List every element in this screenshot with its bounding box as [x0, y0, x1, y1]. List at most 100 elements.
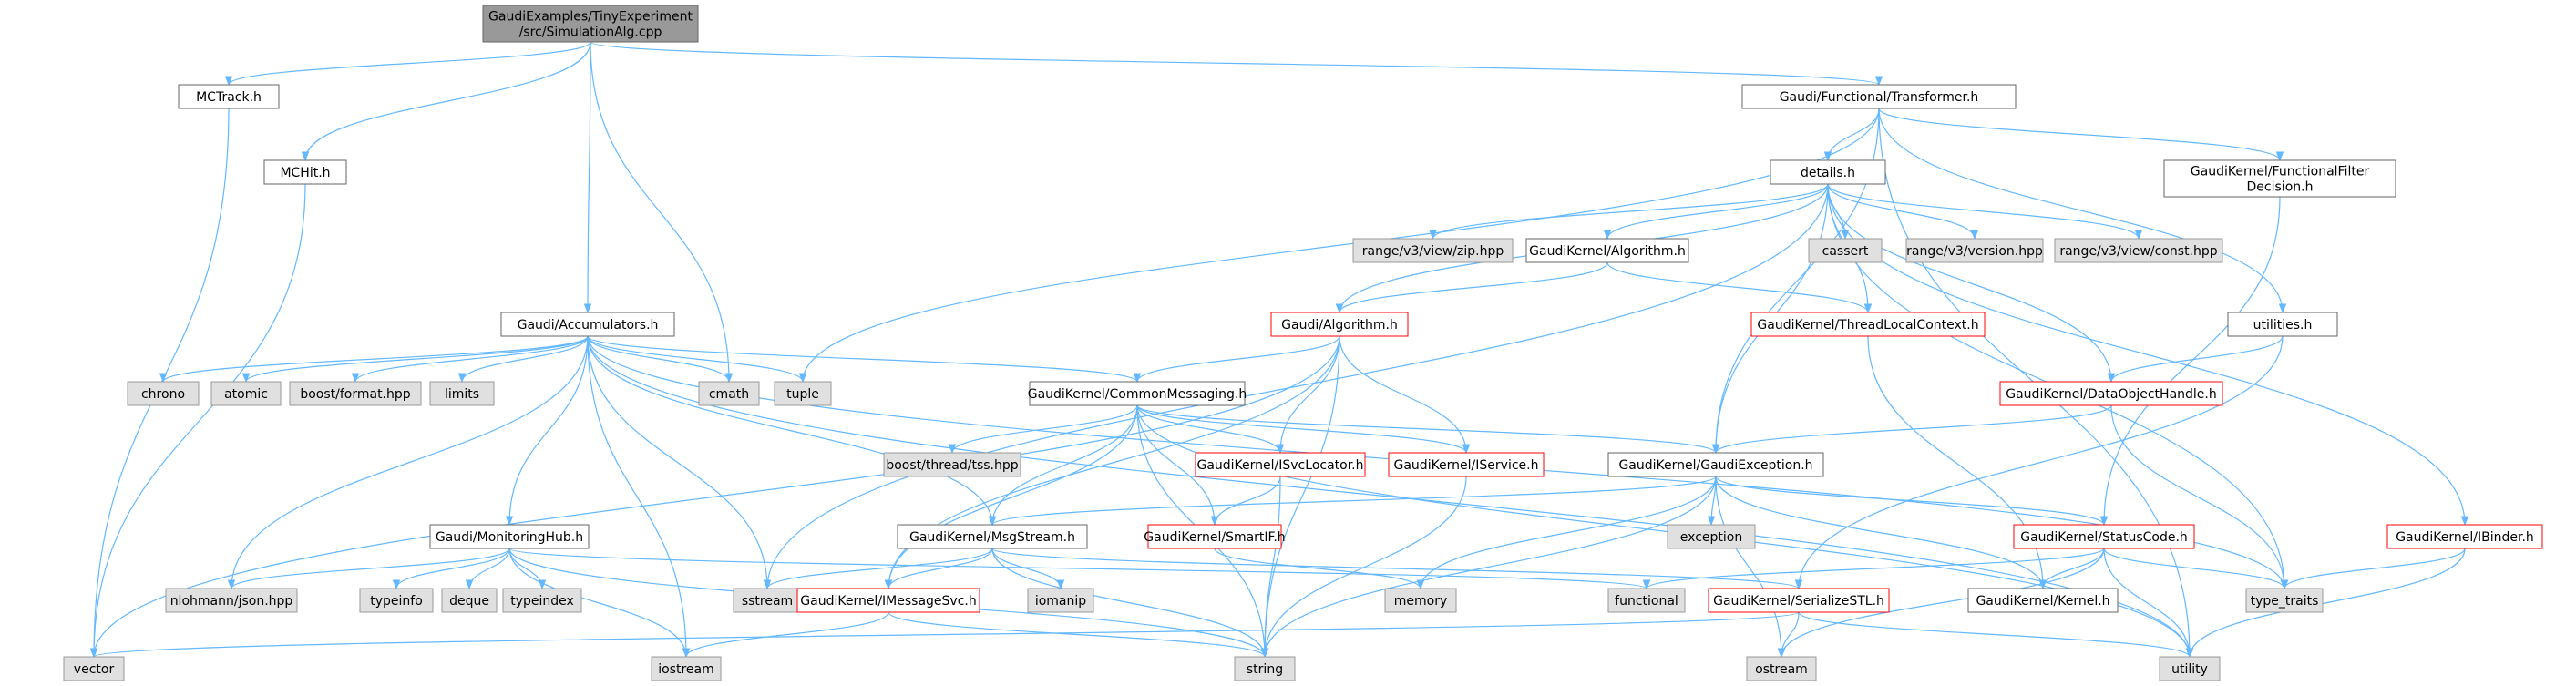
- edge-serializestl-to-ostream: [1777, 611, 1800, 659]
- edge-msgstream-to-serializestl: [991, 548, 1802, 590]
- edge-accumulators-to-iostream: [587, 335, 691, 659]
- edge-accumulators-to-nlohmann: [227, 335, 589, 590]
- node-label: GaudiKernel/IBinder.h: [2396, 530, 2534, 545]
- edge-accumulators-to-msgstream: [587, 335, 997, 527]
- edge-commonmsg-to-imessagesvc: [884, 404, 1138, 590]
- node-gaudikernel-dataobjecthandle-h[interactable]: GaudiKernel/DataObjectHandle.h: [1999, 381, 2223, 406]
- edge-msgstream-to-string: [991, 548, 1269, 659]
- node-gaudikernel-threadlocalcontext-h[interactable]: GaudiKernel/ThreadLocalContext.h: [1750, 312, 1986, 337]
- edge-root-to-transformer: [590, 41, 1883, 87]
- edge-root-to-cmath: [590, 41, 734, 384]
- node-gaudikernel-commonmessaging-h[interactable]: GaudiKernel/CommonMessaging.h: [1028, 381, 1247, 406]
- node-typeinfo: typeinfo: [359, 588, 434, 613]
- node-gaudi-accumulators-h[interactable]: Gaudi/Accumulators.h: [500, 312, 675, 337]
- node-gaudikernel-statuscode-h[interactable]: GaudiKernel/StatusCode.h: [2013, 524, 2195, 549]
- node-box: [1708, 588, 1890, 613]
- node-details-h[interactable]: details.h: [1770, 159, 1886, 185]
- edge-msgstream-to-sstream: [763, 548, 993, 590]
- node-gaudikernel-kernel-h[interactable]: GaudiKernel/Kernel.h: [1967, 588, 2119, 613]
- node-gaudikernel-smartif-h[interactable]: GaudiKernel/SmartIF.h: [1144, 524, 1286, 549]
- node-box: [500, 312, 675, 337]
- node-cassert: cassert: [1808, 238, 1883, 263]
- node-range-v3-version-hpp: range/v3/version.hpp: [1905, 238, 2044, 263]
- node-label: typeinfo: [370, 594, 423, 609]
- nodes-layer: GaudiExamples/TinyExperiment/src/Simulat…: [63, 5, 2543, 681]
- node-label: sstream: [742, 594, 793, 609]
- edge-utilities-to-dataobj: [2107, 335, 2284, 384]
- node-label: GaudiExamples/TinyExperiment: [488, 10, 693, 25]
- node-box: [1525, 238, 1689, 263]
- node-label: GaudiKernel/Kernel.h: [1976, 594, 2109, 609]
- node-box: [2159, 656, 2221, 681]
- node-gaudikernel-ibinder-h[interactable]: GaudiKernel/IBinder.h: [2386, 524, 2543, 549]
- node-label: GaudiKernel/CommonMessaging.h: [1028, 387, 1247, 402]
- edge-isvcloc-to-smartif: [1210, 476, 1281, 527]
- node-label: range/v3/view/const.hpp: [2059, 244, 2217, 259]
- node-utility: utility: [2159, 656, 2221, 681]
- node-gaudi-functional-transformer-h[interactable]: Gaudi/Functional/Transformer.h: [1741, 84, 2017, 109]
- node-iostream: iostream: [651, 656, 722, 681]
- node-box: [178, 84, 280, 109]
- node-exception: exception: [1667, 524, 1756, 549]
- node-gaudi-monitoringhub-h[interactable]: Gaudi/MonitoringHub.h: [429, 524, 590, 549]
- node-utilities-h[interactable]: utilities.h: [2227, 312, 2338, 337]
- edge-dataobj-to-gexception: [1711, 404, 2112, 455]
- node-label: GaudiKernel/Algorithm.h: [1529, 244, 1686, 259]
- node-label: GaudiKernel/ThreadLocalContext.h: [1757, 318, 1978, 333]
- node-label: Gaudi/Functional/Transformer.h: [1780, 90, 1979, 105]
- node-gaudikernel-isvclocator-h[interactable]: GaudiKernel/ISvcLocator.h: [1195, 452, 1366, 477]
- node-range-v3-view-zip-hpp: range/v3/view/zip.hpp: [1352, 238, 1514, 263]
- edge-details-to-gkalgorithm: [1603, 183, 1829, 241]
- node-label: range/v3/view/zip.hpp: [1362, 244, 1504, 259]
- node-box: [429, 381, 495, 406]
- node-gaudiexamples-tinyexperiment-src-simulationalg-cpp[interactable]: GaudiExamples/TinyExperiment/src/Simulat…: [482, 5, 699, 43]
- edge-transformer-to-tuple: [798, 108, 1880, 384]
- node-string: string: [1234, 656, 1296, 681]
- node-vector: vector: [63, 656, 125, 681]
- node-box: [441, 588, 498, 613]
- node-tuple: tuple: [774, 381, 832, 406]
- node-label: iostream: [658, 662, 714, 677]
- edge-commonmsg-to-msgstream: [988, 404, 1138, 527]
- node-box: [2163, 159, 2396, 198]
- edge-statuscode-to-typetraits: [2103, 548, 2289, 590]
- node-box: [1667, 524, 1756, 549]
- node-box: [1352, 238, 1514, 263]
- node-label: Gaudi/Algorithm.h: [1281, 318, 1398, 333]
- node-label: memory: [1394, 594, 1448, 609]
- node-label: GaudiKernel/IService.h: [1394, 458, 1539, 473]
- node-gaudikernel-gaudiexception-h[interactable]: GaudiKernel/GaudiException.h: [1607, 452, 1824, 477]
- node-box: [1029, 381, 1246, 406]
- node-label: deque: [449, 594, 489, 609]
- node-box: [1607, 588, 1686, 613]
- node-gaudikernel-msgstream-h[interactable]: GaudiKernel/MsgStream.h: [897, 524, 1088, 549]
- node-label: cmath: [709, 387, 749, 402]
- edge-root-to-mctrack: [224, 41, 591, 87]
- node-gaudi-algorithm-h[interactable]: Gaudi/Algorithm.h: [1270, 312, 1409, 337]
- edge-transformer-to-utilities: [1878, 108, 2287, 314]
- node-gaudikernel-imessagesvc-h[interactable]: GaudiKernel/IMessageSvc.h: [796, 588, 980, 613]
- node-ostream: ostream: [1746, 656, 1817, 681]
- edge-serializestl-to-vector: [90, 611, 1800, 659]
- edge-monhub-to-typeindex: [508, 548, 547, 590]
- node-mchit-h[interactable]: MCHit.h: [263, 159, 347, 185]
- edge-accumulators-to-chrono: [159, 335, 589, 384]
- node-box: [289, 381, 422, 406]
- node-mctrack-h[interactable]: MCTrack.h: [178, 84, 280, 109]
- node-gaudikernel-serializestl-h[interactable]: GaudiKernel/SerializeSTL.h: [1708, 588, 1890, 613]
- edge-details-to-zip: [1429, 183, 1829, 241]
- node-gaudikernel-iservice-h[interactable]: GaudiKernel/IService.h: [1388, 452, 1545, 477]
- node-label: boost/format.hpp: [300, 387, 410, 402]
- edge-gexception-to-string: [1260, 476, 1717, 659]
- node-gaudikernel-algorithm-h[interactable]: GaudiKernel/Algorithm.h: [1525, 238, 1689, 263]
- edge-imessagesvc-to-string: [888, 611, 1269, 659]
- node-box: [263, 159, 347, 185]
- node-type-traits: type_traits: [2245, 588, 2324, 613]
- node-box: [429, 524, 590, 549]
- node-box: [1741, 84, 2017, 109]
- node-iomanip: iomanip: [1027, 588, 1094, 613]
- node-box: [1147, 524, 1282, 549]
- node-box: [1999, 381, 2223, 406]
- edge-commonmsg-to-iservice: [1136, 404, 1471, 455]
